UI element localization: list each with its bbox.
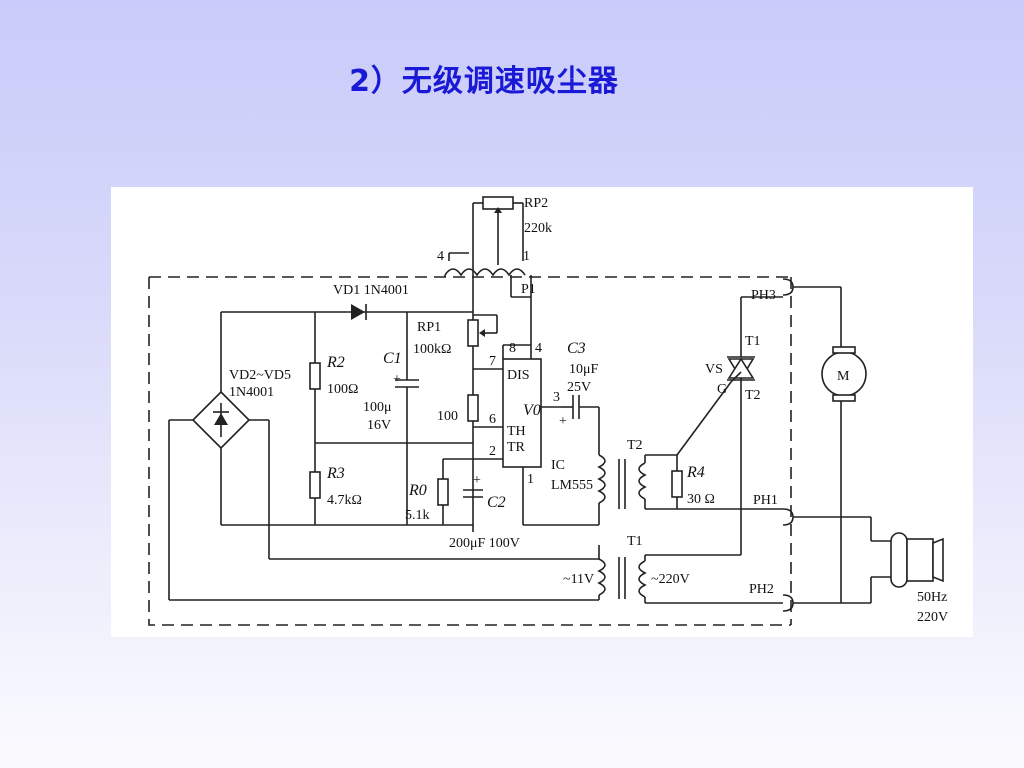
c2-plus: + xyxy=(473,473,481,488)
r0-resistor xyxy=(437,478,449,506)
rp1-potentiometer xyxy=(467,319,479,347)
enclosure-boundary xyxy=(148,276,792,626)
c1-voltage: 16V xyxy=(367,418,391,433)
c3-label: C3 xyxy=(567,340,586,357)
motor-label: M xyxy=(837,369,850,384)
r0-value: 5.1k xyxy=(405,508,430,523)
power-plug xyxy=(870,517,944,603)
rp1-value: 100kΩ xyxy=(413,342,451,357)
ic-pin8: 8 xyxy=(509,341,516,356)
c3-voltage: 25V xyxy=(567,380,591,395)
v11-label: ~11V xyxy=(563,572,594,587)
r2-resistor xyxy=(309,362,321,390)
c3-value: 10μF xyxy=(569,362,599,377)
r3-resistor xyxy=(309,471,321,499)
ic-pin7: 7 xyxy=(489,354,496,369)
r3-label: R3 xyxy=(326,465,345,482)
ic-type: LM555 xyxy=(551,478,593,493)
t2-label: T2 xyxy=(627,438,643,453)
coil-winding xyxy=(444,268,526,277)
t2-pin-label: T2 xyxy=(745,388,761,403)
ph1-label: PH1 xyxy=(753,493,778,508)
ic-pin4: 4 xyxy=(535,341,542,356)
ic-dis: DIS xyxy=(507,368,530,383)
t1-primary-coil xyxy=(597,558,606,596)
ic-th: TH xyxy=(507,424,526,439)
r4-resistor xyxy=(671,470,683,498)
ph3-label: PH3 xyxy=(751,288,776,303)
r-100-label: 100 xyxy=(437,409,458,424)
g-label: G xyxy=(717,382,727,397)
ic-pin1: 1 xyxy=(527,472,534,487)
r4-label: R4 xyxy=(686,464,705,481)
rp1-label: RP1 xyxy=(417,320,441,335)
t2-secondary-coil xyxy=(638,462,647,500)
vd1-diode xyxy=(351,304,367,320)
ic-pin3: 3 xyxy=(553,390,560,405)
ph3-connector xyxy=(782,278,841,296)
rp2-label: RP2 xyxy=(524,196,548,211)
c1-label: C1 xyxy=(383,350,402,367)
r-100-resistor xyxy=(467,394,479,422)
c1-value: 100μ xyxy=(363,400,392,415)
pin1-top-label: 1 xyxy=(523,249,530,264)
circuit-diagram: RP2 220k 4 1 P1 VD1 1N4001 VD2~VD5 1N400… xyxy=(148,196,948,626)
ph2-label: PH2 xyxy=(749,582,774,597)
vs-label: VS xyxy=(705,362,723,377)
cap-200-label: 200μF 100V xyxy=(449,536,520,551)
supply-voltage-label: 220V xyxy=(917,610,948,625)
rp2-value: 220k xyxy=(524,221,552,236)
vd2-vd5-label: VD2~VD5 xyxy=(229,368,291,383)
ic-tr: TR xyxy=(507,440,526,455)
r2-label: R2 xyxy=(326,354,345,371)
t1-label: T1 xyxy=(627,534,643,549)
lm555-ic xyxy=(502,358,542,468)
vd1-label: VD1 1N4001 xyxy=(333,283,409,298)
vs-triac xyxy=(727,356,755,381)
v220-label: ~220V xyxy=(651,572,690,587)
c1-plus: + xyxy=(393,372,401,387)
r4-value: 30 Ω xyxy=(687,492,715,507)
circuit-diagram-panel: RP2 220k 4 1 P1 VD1 1N4001 VD2~VD5 1N400… xyxy=(111,187,973,637)
r0-label: R0 xyxy=(408,482,427,499)
ic-pin6: 6 xyxy=(489,412,496,427)
t1-pin-label: T1 xyxy=(745,334,761,349)
vd2-vd5-type: 1N4001 xyxy=(229,385,274,400)
t2-primary-coil xyxy=(597,454,606,504)
p1-label: P1 xyxy=(521,282,536,297)
bridge-rectifier xyxy=(191,390,251,450)
ic-v0: V0 xyxy=(523,402,541,419)
t1-secondary-coil xyxy=(638,560,647,598)
r2-value: 100Ω xyxy=(327,382,358,397)
r3-value: 4.7kΩ xyxy=(327,493,362,508)
slide-title: 2）无级调速吸尘器 xyxy=(349,64,619,99)
ic-label: IC xyxy=(551,458,565,473)
rp2-potentiometer xyxy=(448,196,524,275)
hz-label: 50Hz xyxy=(917,590,947,605)
pin4-top-label: 4 xyxy=(437,249,444,264)
ic-pin2: 2 xyxy=(489,444,496,459)
c3-plus: + xyxy=(559,414,567,429)
c2-label: C2 xyxy=(487,494,506,511)
